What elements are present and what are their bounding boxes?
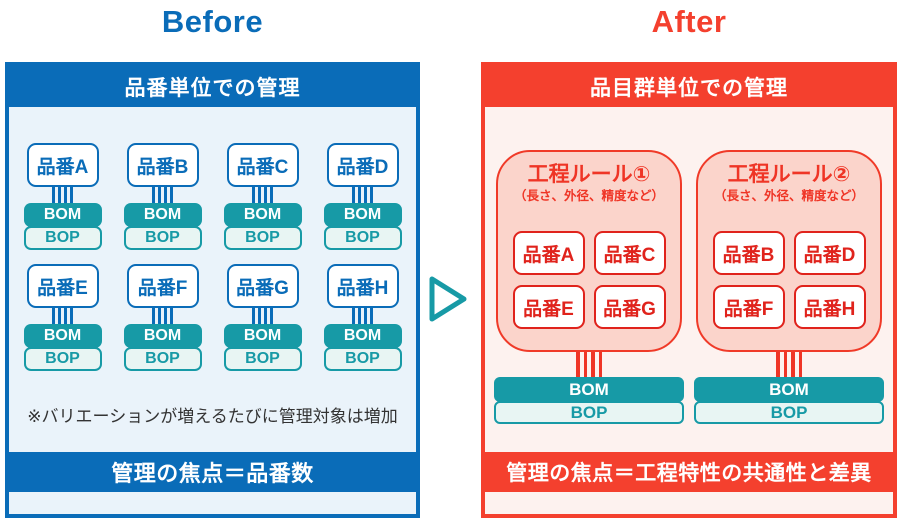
unit-stack: 品番H BOM BOP [323, 264, 402, 371]
part-card: 品番G [226, 264, 299, 308]
before-panel: 品番単位での管理 品番A BOM BOP 品番B BOM BOP 品番C BOM… [5, 62, 420, 518]
connector-lines-icon [576, 352, 602, 377]
bom-box: BOM [494, 377, 684, 402]
connector-lines-icon [352, 308, 373, 324]
bop-box: BOP [323, 226, 402, 250]
part-card: 品番D [793, 231, 866, 275]
transition-arrow-icon [427, 275, 471, 328]
bop-box: BOP [223, 226, 302, 250]
part-card: 品番C [226, 143, 299, 187]
process-rule-group-1: 工程ルール① （長さ、外径、精度など） 品番A 品番C 品番E 品番G BOM … [494, 150, 684, 424]
process-rule-box: 工程ルール① （長さ、外径、精度など） 品番A 品番C 品番E 品番G [496, 150, 682, 352]
after-panel-footer: 管理の焦点＝工程特性の共通性と差異 [485, 452, 893, 492]
variation-note: ※バリエーションが増えるたびに管理対象は増加 [27, 407, 398, 426]
bom-box: BOM [223, 203, 302, 227]
bom-box: BOM [23, 324, 102, 348]
part-card: 品番B [126, 143, 199, 187]
process-rule-box: 工程ルール② （長さ、外径、精度など） 品番B 品番D 品番F 品番H [696, 150, 882, 352]
connector-lines-icon [776, 352, 802, 377]
before-title: Before [161, 4, 264, 39]
after-panel: 品目群単位での管理 工程ルール① （長さ、外径、精度など） 品番A 品番C 品番… [481, 62, 897, 518]
before-units-row-1: 品番A BOM BOP 品番B BOM BOP 品番C BOM BOP 品番D … [9, 143, 416, 250]
unit-stack: 品番B BOM BOP [123, 143, 202, 250]
before-units-row-2: 品番E BOM BOP 品番F BOM BOP 品番G BOM BOP 品番H … [9, 264, 416, 371]
bom-box: BOM [123, 324, 202, 348]
bom-box: BOM [123, 203, 202, 227]
part-card: 品番C [593, 231, 666, 275]
part-card: 品番E [512, 285, 585, 329]
rule-subtitle: （長さ、外径、精度など） [513, 189, 664, 203]
bop-box: BOP [23, 226, 102, 250]
connector-lines-icon [152, 187, 173, 203]
unit-stack: 品番E BOM BOP [23, 264, 102, 371]
bom-box: BOM [23, 203, 102, 227]
bop-box: BOP [494, 401, 684, 424]
unit-stack: 品番A BOM BOP [23, 143, 102, 250]
before-panel-footer: 管理の焦点＝品番数 [9, 452, 416, 492]
after-title: After [651, 4, 727, 39]
unit-stack: 品番F BOM BOP [123, 264, 202, 371]
part-card: 品番D [326, 143, 399, 187]
unit-stack: 品番C BOM BOP [223, 143, 302, 250]
part-card: 品番H [326, 264, 399, 308]
part-card: 品番G [593, 285, 666, 329]
rule-items-grid: 品番A 品番C 品番E 品番G [498, 231, 680, 329]
bop-box: BOP [223, 347, 302, 371]
connector-lines-icon [52, 308, 73, 324]
rule-title: 工程ルール① [527, 163, 651, 186]
part-card: 品番H [793, 285, 866, 329]
connector-lines-icon [352, 187, 373, 203]
part-card: 品番F [712, 285, 785, 329]
bom-box: BOM [323, 203, 402, 227]
connector-lines-icon [52, 187, 73, 203]
connector-lines-icon [152, 308, 173, 324]
bop-box: BOP [123, 226, 202, 250]
bop-box: BOP [123, 347, 202, 371]
process-rule-group-2: 工程ルール② （長さ、外径、精度など） 品番B 品番D 品番F 品番H BOM … [694, 150, 884, 424]
connector-lines-icon [252, 308, 273, 324]
bom-box: BOM [694, 377, 884, 402]
part-card: 品番F [126, 264, 199, 308]
bop-box: BOP [694, 401, 884, 424]
part-card: 品番B [712, 231, 785, 275]
bop-box: BOP [323, 347, 402, 371]
rule-title: 工程ルール② [727, 163, 851, 186]
rule-items-grid: 品番B 品番D 品番F 品番H [698, 231, 880, 329]
bom-box: BOM [223, 324, 302, 348]
after-panel-header: 品目群単位での管理 [485, 66, 893, 107]
bop-box: BOP [23, 347, 102, 371]
bom-box: BOM [323, 324, 402, 348]
part-card: 品番A [512, 231, 585, 275]
rule-subtitle: （長さ、外径、精度など） [713, 189, 864, 203]
connector-lines-icon [252, 187, 273, 203]
part-card: 品番A [26, 143, 99, 187]
part-card: 品番E [26, 264, 99, 308]
after-groups-row: 工程ルール① （長さ、外径、精度など） 品番A 品番C 品番E 品番G BOM … [485, 150, 893, 424]
unit-stack: 品番G BOM BOP [223, 264, 302, 371]
before-panel-header: 品番単位での管理 [9, 66, 416, 107]
unit-stack: 品番D BOM BOP [323, 143, 402, 250]
